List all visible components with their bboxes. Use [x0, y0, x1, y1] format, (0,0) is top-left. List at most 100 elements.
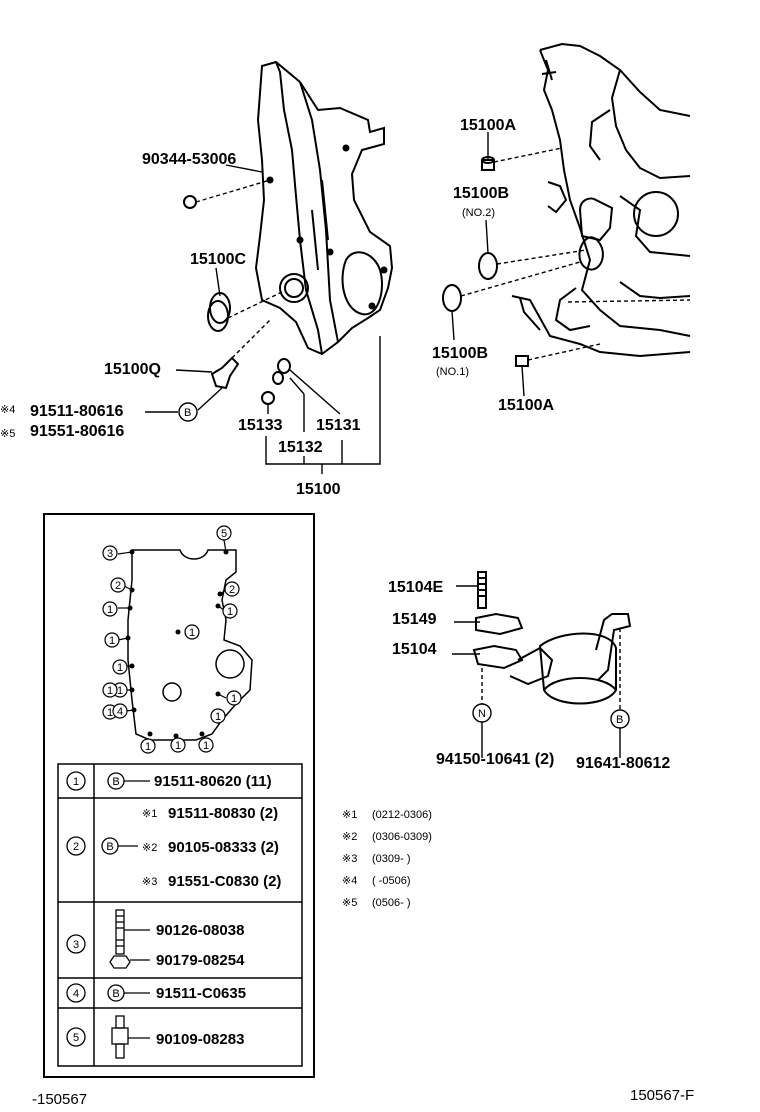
footer-right: 150567-F: [630, 1087, 694, 1104]
parts-table-icons: [66, 771, 150, 1059]
table-part-number: 91511-C0635: [156, 985, 246, 1002]
bolt-map-drawing: [127, 549, 253, 741]
table-part-note-mark: ※3: [142, 876, 157, 888]
bolt-callout-number: 1: [107, 604, 113, 616]
engine-block-drawing: [442, 42, 691, 367]
bolt-callout-number: 1: [227, 606, 233, 618]
label-15100b-no2: 15100B: [453, 185, 509, 202]
note-mark: ※3: [342, 853, 357, 865]
note-mark-5: ※5: [0, 428, 15, 440]
parts-table-grid: [57, 763, 303, 1067]
bolt-callout-number: 1: [145, 741, 151, 753]
table-part-note-mark: ※2: [142, 842, 157, 854]
bolt-callout-circle: [226, 690, 242, 706]
bolt-callout-number: 1: [107, 707, 113, 719]
timing-cover-drawing: [183, 60, 394, 405]
table-row-b-marker: B: [106, 841, 113, 853]
timing-cover-text: 90344-53006 15100C 15100Q ※4 91511-80616…: [0, 151, 361, 498]
bolt-callout-circle: [198, 737, 214, 753]
bolt-callout-circle: [216, 525, 232, 541]
label-15132: 15132: [278, 439, 323, 456]
table-row-number: 1: [73, 776, 79, 788]
label-15100: 15100: [296, 481, 341, 498]
table-part-number: 90105-08333 (2): [168, 839, 279, 856]
bolt-callout-number: 1: [109, 635, 115, 647]
label-15131: 15131: [316, 417, 361, 434]
table-part-number: 91511-80830 (2): [168, 805, 278, 822]
table-row-b-marker: B: [112, 776, 119, 788]
table-row-b-marker: B: [112, 988, 119, 1000]
oil-strainer-drawing: [472, 571, 632, 705]
bolt-callout-circle: [222, 603, 238, 619]
table-part-number: 90126-08038: [156, 922, 244, 939]
oil-strainer-text: 15104E 15149 15104 N B 94150-10641 (2) 9…: [388, 579, 670, 772]
table-row-number: 5: [73, 1032, 79, 1044]
bolt-callout-number: 1: [231, 693, 237, 705]
note-date-range: ( -0506): [372, 875, 411, 887]
note-mark-4: ※4: [0, 404, 15, 416]
table-part-number: 90109-08283: [156, 1031, 244, 1048]
bolt-callout-number: 1: [189, 627, 195, 639]
bolt-callout-circle: [170, 737, 186, 753]
table-part-note-mark: ※1: [142, 808, 157, 820]
bolt-callout-number: 2: [229, 584, 235, 596]
b-marker-strainer: B: [616, 714, 623, 726]
bolt-callout-circle: [102, 545, 118, 561]
label-15100q: 15100Q: [104, 361, 161, 378]
bolt-callout-circle: [184, 624, 200, 640]
bolt-callout-circle: [110, 577, 126, 593]
bolt-callout-circle: [112, 659, 128, 675]
bolt-callout-circle: [112, 703, 128, 719]
label-91641-80612: 91641-80612: [576, 755, 670, 772]
table-row-number: 4: [73, 988, 79, 1000]
bolt-callout-number: 2: [115, 580, 121, 592]
bolt-callout-number: 1: [203, 740, 209, 752]
label-15100b-no1-sub: (NO.1): [436, 366, 469, 378]
note-mark: ※1: [342, 809, 357, 821]
bolt-callout-number: 1: [107, 685, 113, 697]
n-marker: N: [478, 708, 486, 720]
timing-cover-leaders: [145, 164, 381, 474]
bolt-callout-number: 5: [221, 528, 227, 540]
table-part-number: 90179-08254: [156, 952, 245, 969]
note-mark: ※5: [342, 897, 357, 909]
bolt-callout-number: 1: [215, 711, 221, 723]
label-15100c: 15100C: [190, 251, 246, 268]
table-part-number: 91511-80620 (11): [154, 773, 272, 790]
bolt-callout-circle: [104, 632, 120, 648]
bolt-map-points: [125, 549, 229, 739]
bolt-callout-circle: [102, 682, 118, 698]
date-notes: ※1(0212-0306)※2(0306-0309)※3(0309- )※4( …: [342, 809, 432, 909]
table-row-number: 2: [73, 841, 79, 853]
footer-left: -150567: [32, 1091, 87, 1108]
bolt-callout-number: 1: [117, 685, 123, 697]
bolt-callout-circle: [102, 601, 118, 617]
note-date-range: (0309- ): [372, 853, 411, 865]
oil-strainer-leaders: [452, 585, 630, 758]
engine-block-leaders: [451, 132, 691, 397]
engine-block-text: 15100A 15100B (NO.2) 15100B (NO.1) 15100…: [432, 117, 554, 414]
label-15100b-no1: 15100B: [432, 345, 488, 362]
label-91551-80616: 91551-80616: [30, 423, 124, 440]
label-90344-53006: 90344-53006: [142, 151, 236, 168]
note-date-range: (0506- ): [372, 897, 411, 909]
bolt-callout-circle: [140, 738, 156, 754]
bolt-callout-number: 1: [117, 662, 123, 674]
bolt-callout-circle: [210, 708, 226, 724]
note-date-range: (0306-0309): [372, 831, 432, 843]
bolt-map-box: [43, 513, 315, 1078]
b-marker: B: [184, 407, 191, 419]
bolt-callout-circle: [224, 581, 240, 597]
bolt-callout-number: 1: [175, 740, 181, 752]
label-15149: 15149: [392, 611, 437, 628]
note-date-range: (0212-0306): [372, 809, 432, 821]
label-91511-80616: 91511-80616: [30, 403, 124, 420]
label-15104: 15104: [392, 641, 437, 658]
label-15100a-bottom: 15100A: [498, 397, 554, 414]
bolt-callout-number: 4: [117, 706, 123, 718]
label-15100a-top: 15100A: [460, 117, 516, 134]
table-part-number: 91551-C0830 (2): [168, 873, 281, 890]
label-15133: 15133: [238, 417, 283, 434]
